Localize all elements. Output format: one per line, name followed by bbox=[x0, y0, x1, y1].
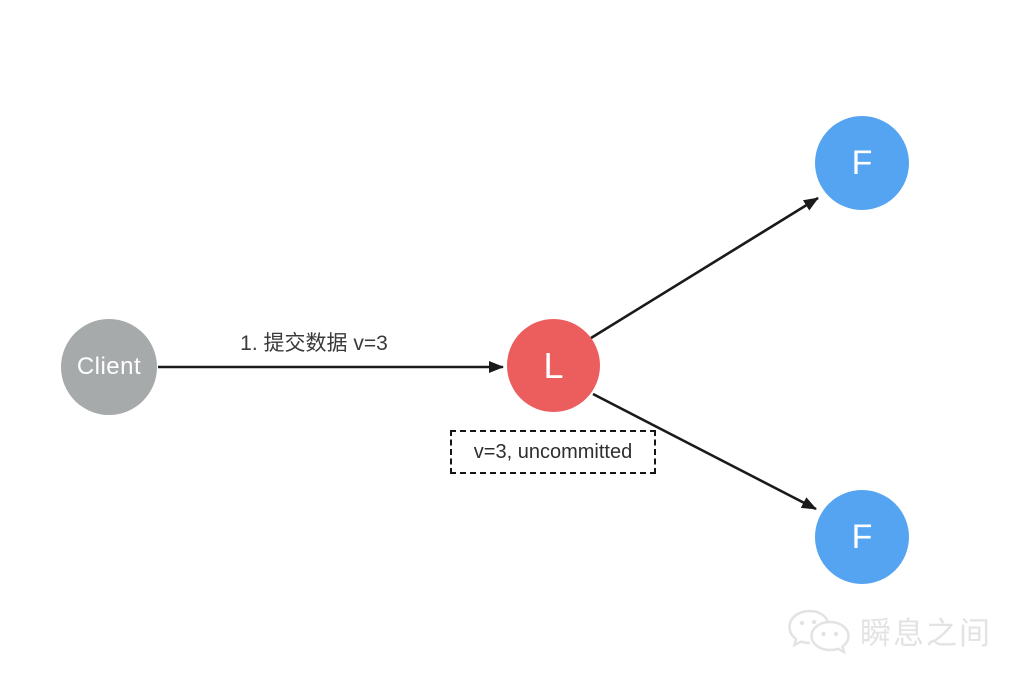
node-client-label: Client bbox=[76, 353, 142, 380]
node-follower-bottom-label: F bbox=[851, 517, 873, 556]
node-follower-top: F bbox=[815, 116, 909, 210]
node-leader: L bbox=[507, 319, 600, 412]
uncommitted-note-text: v=3, uncommitted bbox=[473, 440, 633, 463]
edge-label-submit-data: 1. 提交数据 v=3 bbox=[240, 332, 388, 355]
node-follower-bottom: F bbox=[815, 490, 909, 584]
node-follower-top-label: F bbox=[851, 143, 873, 182]
watermark: 瞬息之间 bbox=[786, 608, 992, 658]
wechat-icon bbox=[788, 609, 850, 655]
node-leader-label: L bbox=[543, 344, 564, 386]
watermark-text: 瞬息之间 bbox=[860, 615, 992, 651]
edge-leader-to-follower-top bbox=[590, 196, 819, 340]
uncommitted-note: v=3, uncommitted bbox=[450, 430, 656, 474]
node-client: Client bbox=[61, 319, 157, 415]
